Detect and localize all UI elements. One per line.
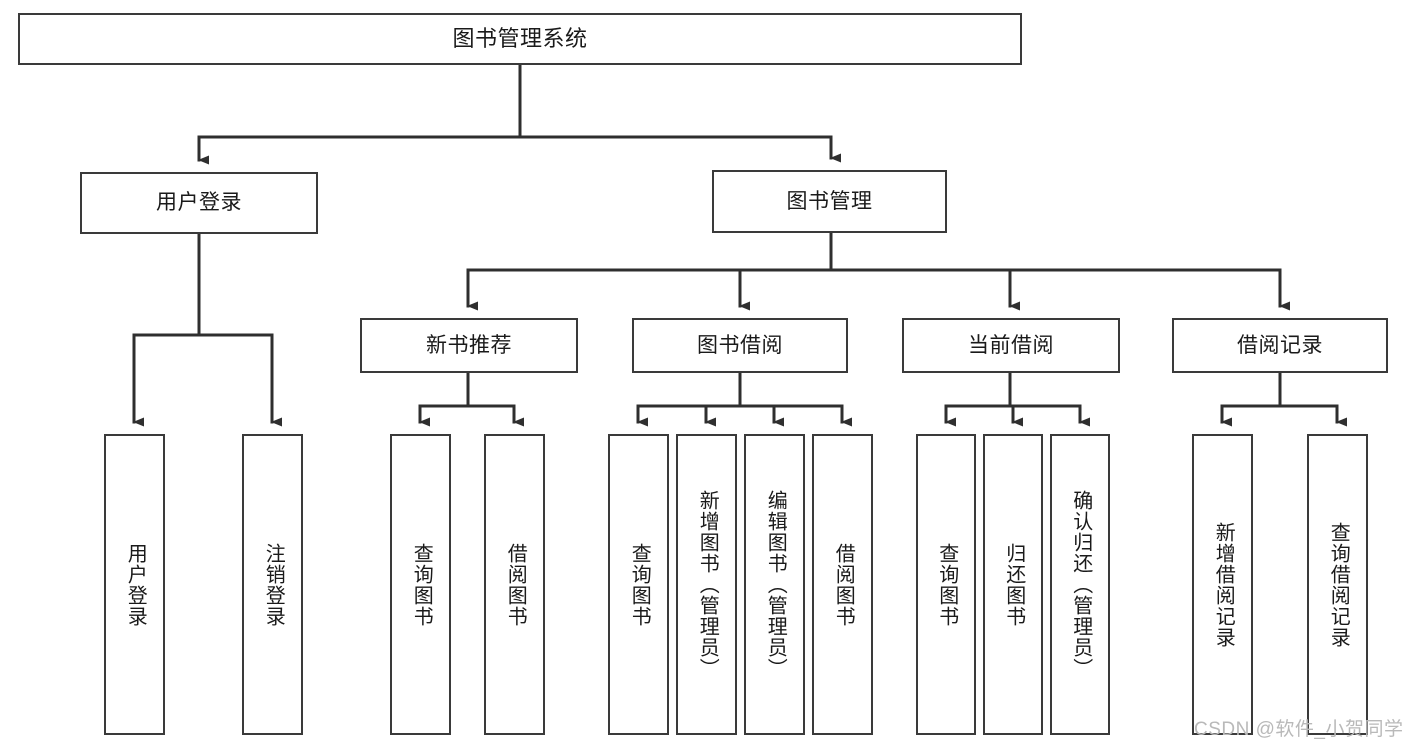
node-label: 查询图书	[935, 542, 958, 627]
node-leaf-user-login[interactable]: 用户登录	[104, 434, 165, 735]
node-label: 归还图书	[1002, 542, 1025, 627]
node-leaf-query-book-recommend[interactable]: 查询图书	[390, 434, 451, 735]
node-label: 借阅图书	[504, 542, 527, 627]
node-book-borrow[interactable]: 图书借阅	[632, 318, 848, 373]
node-leaf-borrow-book[interactable]: 借阅图书	[812, 434, 873, 735]
node-leaf-add-book-admin[interactable]: 新增图书（管理员）	[676, 434, 737, 735]
node-leaf-confirm-return-admin[interactable]: 确认归还（管理员）	[1050, 434, 1110, 735]
node-borrow-record[interactable]: 借阅记录	[1172, 318, 1388, 373]
node-leaf-edit-book-admin[interactable]: 编辑图书（管理员）	[744, 434, 805, 735]
node-label: 图书借阅	[697, 333, 783, 357]
node-label: 用户登录	[124, 542, 147, 627]
node-user-login[interactable]: 用户登录	[80, 172, 318, 234]
node-new-book-recommend[interactable]: 新书推荐	[360, 318, 578, 373]
node-label: 查询借阅记录	[1327, 521, 1350, 648]
node-label: 查询图书	[628, 542, 651, 627]
node-book-management[interactable]: 图书管理	[712, 170, 947, 233]
node-label: 图书管理	[786, 189, 873, 213]
node-label: 用户登录	[156, 191, 242, 215]
node-label: 借阅图书	[832, 542, 855, 627]
node-leaf-query-borrow-record[interactable]: 查询借阅记录	[1307, 434, 1368, 735]
node-current-borrow[interactable]: 当前借阅	[902, 318, 1120, 373]
node-label: 查询图书	[410, 542, 433, 627]
node-leaf-borrow-book-recommend[interactable]: 借阅图书	[484, 434, 545, 735]
node-label: 新增图书（管理员）	[696, 490, 719, 679]
node-label: 图书管理系统	[452, 25, 588, 51]
node-label: 借阅记录	[1237, 333, 1323, 357]
node-label: 新增借阅记录	[1212, 521, 1235, 648]
node-leaf-logout-login[interactable]: 注销登录	[242, 434, 303, 735]
node-label: 当前借阅	[968, 333, 1054, 357]
node-label: 编辑图书（管理员）	[764, 490, 787, 679]
node-label: 注销登录	[262, 542, 285, 627]
node-leaf-add-borrow-record[interactable]: 新增借阅记录	[1192, 434, 1253, 735]
node-leaf-return-book[interactable]: 归还图书	[983, 434, 1043, 735]
node-label: 确认归还（管理员）	[1069, 490, 1092, 679]
node-leaf-query-book-current[interactable]: 查询图书	[916, 434, 976, 735]
node-book-management-system[interactable]: 图书管理系统	[18, 13, 1022, 65]
node-label: 新书推荐	[426, 333, 512, 357]
node-leaf-query-book-borrow[interactable]: 查询图书	[608, 434, 669, 735]
